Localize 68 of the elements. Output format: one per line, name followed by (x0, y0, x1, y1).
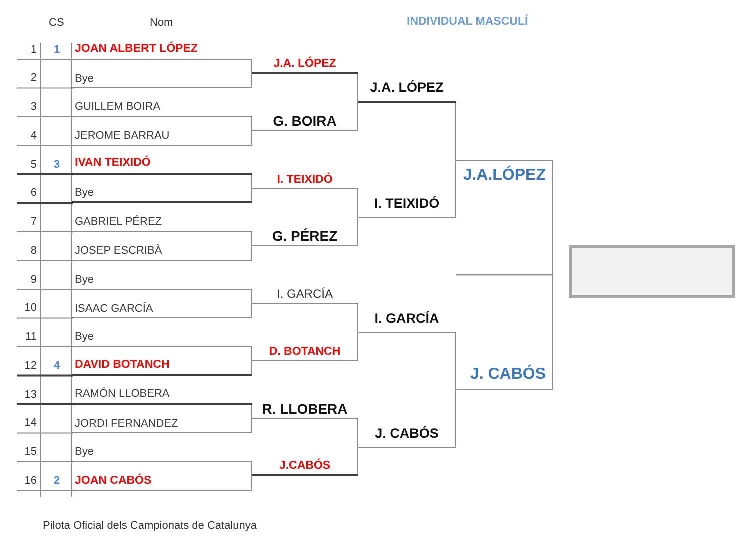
row-number: 15 (24, 445, 37, 459)
player-name: RAMÓN LLOBERA (75, 388, 170, 400)
bracket-slot (358, 78, 456, 103)
caption: Pilota Oficial dels Campionats de Catalunya (43, 519, 258, 533)
player-name: Bye (75, 274, 94, 286)
bracket-line (456, 274, 554, 390)
player-name: GUILLEM BOIRA (75, 101, 161, 114)
winner-name: I. GARCÍA (276, 288, 333, 302)
winner-name: D. BOTANCH (269, 346, 341, 360)
row-number: 5 (30, 158, 37, 172)
row-number: 16 (24, 474, 37, 488)
player-name: JOAN ALBERT LÓPEZ (75, 43, 198, 56)
row-number: 2 (30, 71, 37, 86)
winner-name: I. TEIXIDÓ (277, 174, 333, 187)
winner-name: R. LLOBERA (262, 400, 348, 417)
player-name: Bye (75, 72, 94, 86)
player-name: IVAN TEIXIDÓ (75, 157, 151, 170)
bracket-slot (252, 54, 358, 74)
winner-name: G. PÉREZ (272, 228, 338, 244)
seed-number: 1 (54, 42, 60, 56)
bracket-slot (72, 154, 252, 174)
player-name: JOSEP ESCRIBÀ (75, 245, 162, 258)
title: INDIVIDUAL MASCULÍ (407, 15, 528, 29)
bracket-slot (72, 40, 252, 60)
player-name: DAVID BOTANCH (75, 358, 170, 372)
finalist-name: J. CABÓS (470, 366, 546, 384)
row-number: 10 (24, 301, 37, 316)
row-number: 1 (30, 42, 37, 56)
column-header: Nom (150, 16, 174, 30)
row-number: 8 (30, 244, 37, 258)
row-number: 13 (24, 388, 37, 402)
winner-name: J.CABÓS (279, 460, 331, 474)
winner-name: I. TEIXIDÓ (374, 196, 440, 212)
empty-box (569, 245, 735, 298)
bracket-slot (358, 424, 456, 448)
row-number: 12 (24, 358, 37, 373)
player-name: ISAAC GARCÍA (75, 302, 154, 316)
row-number: 14 (24, 416, 37, 430)
bracket-slot (358, 194, 456, 218)
winner-name: G. BOIRA (273, 113, 337, 130)
bracket-slot (72, 470, 252, 491)
player-name: GABRIEL PÉREZ (75, 216, 162, 229)
winner-name: J.A. LÓPEZ (274, 58, 336, 71)
seed-number: 4 (54, 358, 60, 373)
player-name: Bye (75, 446, 94, 459)
winner-name: J. CABÓS (375, 426, 439, 442)
row-number: 4 (30, 128, 37, 143)
seed-number: 2 (54, 474, 60, 488)
bracket-slot (358, 308, 456, 333)
column-header: CS (49, 16, 64, 30)
player-name: JEROME BARRAU (75, 130, 170, 143)
row-number: 11 (26, 330, 37, 344)
row-number: 3 (30, 100, 37, 114)
bracket-slot (456, 362, 553, 390)
winner-name: I. GARCÍA (374, 311, 440, 327)
bracket-slot (72, 384, 252, 404)
finalist-name: J.A.LÓPEZ (463, 167, 546, 186)
winner-name: J.A. LÓPEZ (370, 80, 444, 96)
seed-number: 3 (54, 158, 60, 172)
row-number: 7 (30, 215, 37, 229)
player-name: Bye (75, 186, 94, 200)
player-name: JORDI FERNANDEZ (75, 418, 178, 430)
player-name: Bye (75, 331, 94, 344)
bracket-slot (252, 456, 358, 476)
player-name: JOAN CABÓS (75, 474, 152, 488)
row-number: 6 (30, 186, 37, 200)
row-number: 9 (30, 272, 37, 286)
bracket-slot (252, 226, 358, 246)
